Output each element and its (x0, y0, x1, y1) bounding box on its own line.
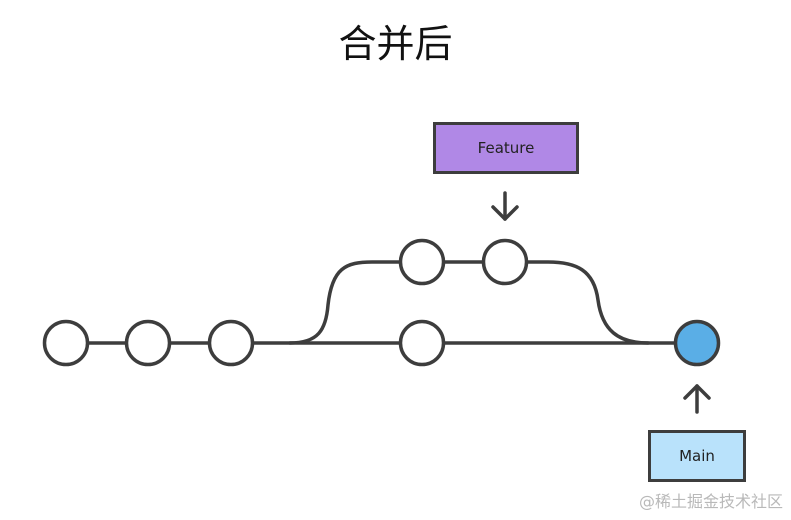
commit-node (42, 319, 90, 367)
watermark: @稀土掘金技术社区 (638, 492, 783, 511)
feature-branch-line (288, 260, 650, 345)
commit-node (398, 238, 446, 286)
main-label-text: Main (679, 447, 715, 465)
commit-node (207, 319, 255, 367)
feature-branch-label: Feature (433, 122, 579, 174)
commit-node (481, 238, 529, 286)
feature-label-text: Feature (477, 139, 535, 157)
main-branch-label: Main (648, 430, 746, 482)
feature-arrow-head (491, 205, 519, 221)
merge-commit-node (673, 319, 721, 367)
diagram-title: 合并后 (338, 22, 453, 66)
main-arrow-head (683, 384, 711, 400)
commit-node (124, 319, 172, 367)
commit-node (398, 319, 446, 367)
